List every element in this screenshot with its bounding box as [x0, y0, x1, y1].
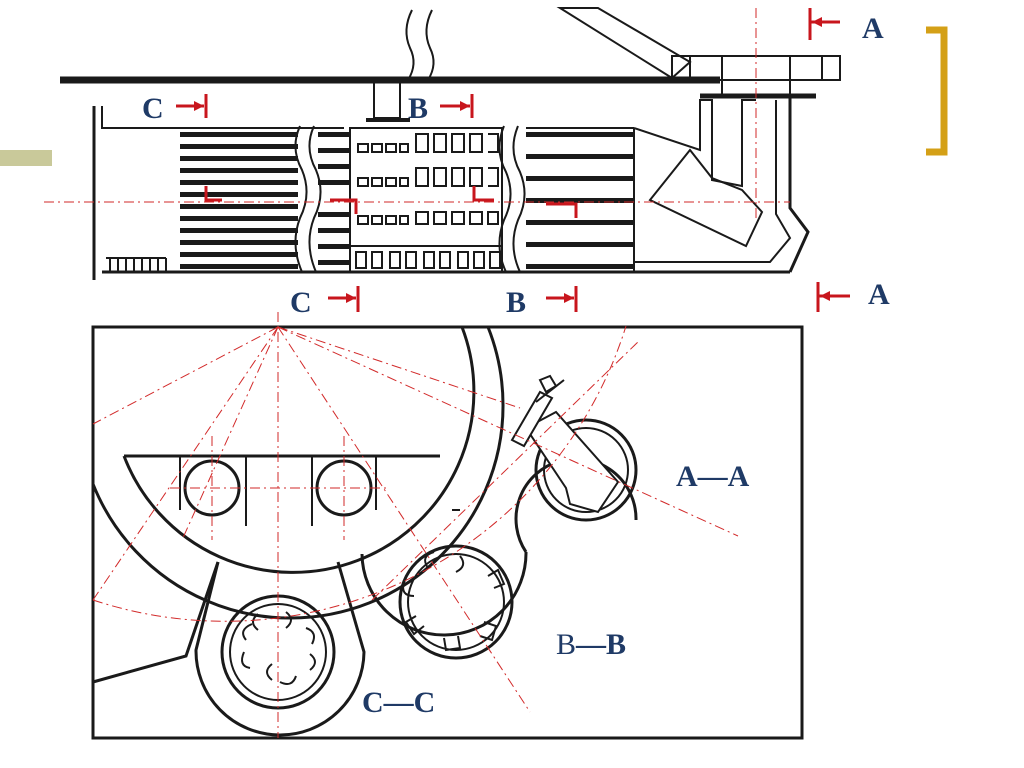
- stem: [373, 79, 401, 119]
- aa-nozzle: [524, 410, 620, 514]
- section-a-top-label: A: [862, 12, 884, 45]
- outlet-elbow: [633, 99, 756, 188]
- bb-housing: [360, 551, 528, 637]
- outlet-nozzle: [648, 148, 764, 248]
- end-view: [91, 325, 804, 740]
- view-aa-label: A—A: [676, 460, 750, 493]
- view-bb-label-suffix: —B: [575, 628, 626, 661]
- section-cut-markers: [176, 8, 850, 312]
- fin-stack-right: [526, 132, 634, 269]
- section-b-top-label: B: [408, 92, 428, 125]
- view-bb-label-prefix: B—B: [556, 628, 626, 661]
- break-line: [405, 9, 415, 81]
- side-accent-bar: [0, 150, 52, 166]
- section-a-bottom-label: A: [868, 278, 890, 311]
- drum-outer: [91, 326, 505, 620]
- cc-vanes: [241, 611, 316, 685]
- bb-vanes: [402, 551, 506, 652]
- aa-ring-inner: [543, 427, 629, 513]
- bb-ring-outer: [398, 544, 514, 660]
- aa-ring-outer: [534, 418, 638, 522]
- section-c-top-label: C: [142, 92, 164, 125]
- cell-rows: [355, 133, 501, 269]
- end-view-frame: [91, 325, 804, 740]
- gold-bracket: [926, 26, 948, 156]
- inclined-pipe: [556, 7, 692, 80]
- section-c-bottom-label: C: [290, 286, 312, 319]
- fin-stack-mid: [318, 132, 350, 265]
- fin-stack-left: [180, 132, 298, 269]
- cc-housing: [194, 561, 366, 737]
- section-b-bottom-label: B: [506, 286, 526, 319]
- sectional-view: [60, 7, 841, 280]
- end-view-centerlines: [92, 312, 739, 738]
- bb-ring-inner: [407, 553, 505, 651]
- drum-inner: [122, 326, 476, 574]
- outlet-housing: [788, 96, 810, 273]
- view-cc-label: C—C: [362, 686, 435, 719]
